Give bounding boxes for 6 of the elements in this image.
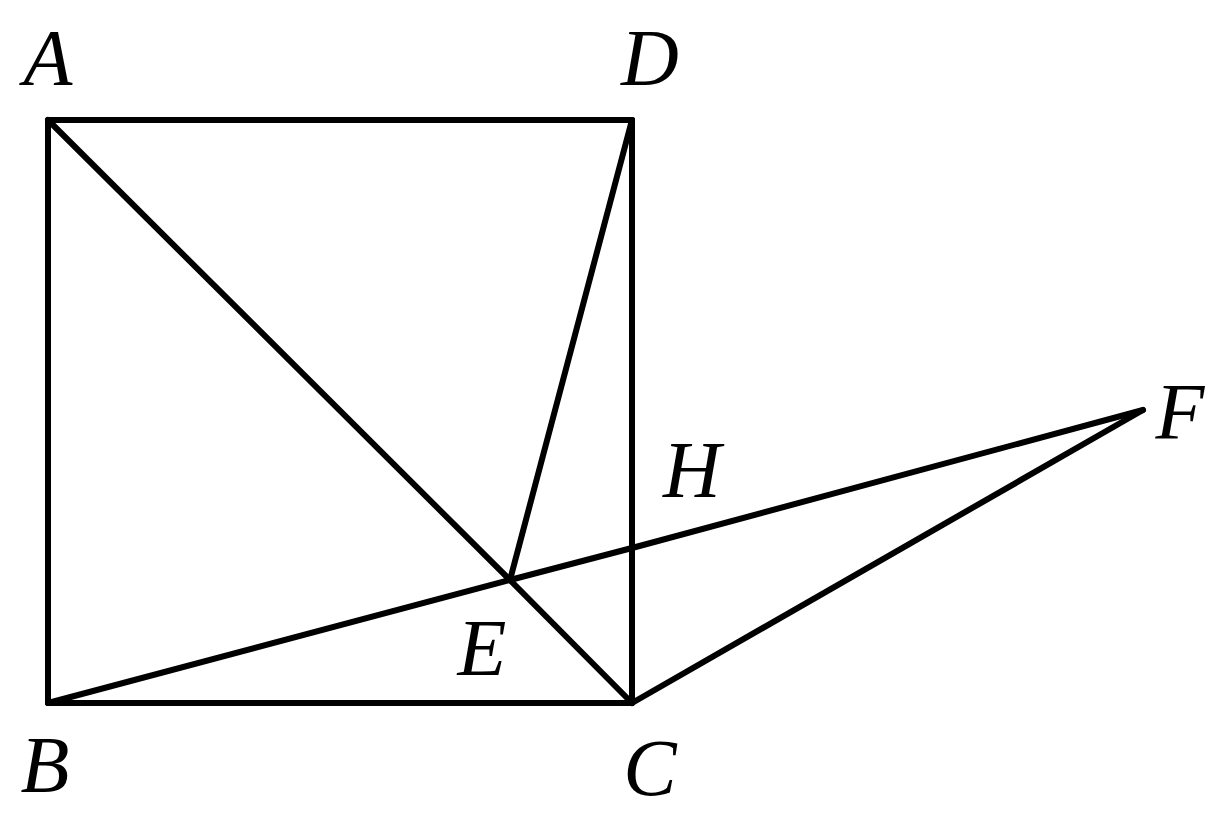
line-segment [629,407,1146,706]
point-label: B [20,725,70,805]
point-label: C [623,728,677,808]
point-label: E [457,608,507,688]
point-label: D [621,18,679,98]
point-label: F [1155,372,1205,452]
